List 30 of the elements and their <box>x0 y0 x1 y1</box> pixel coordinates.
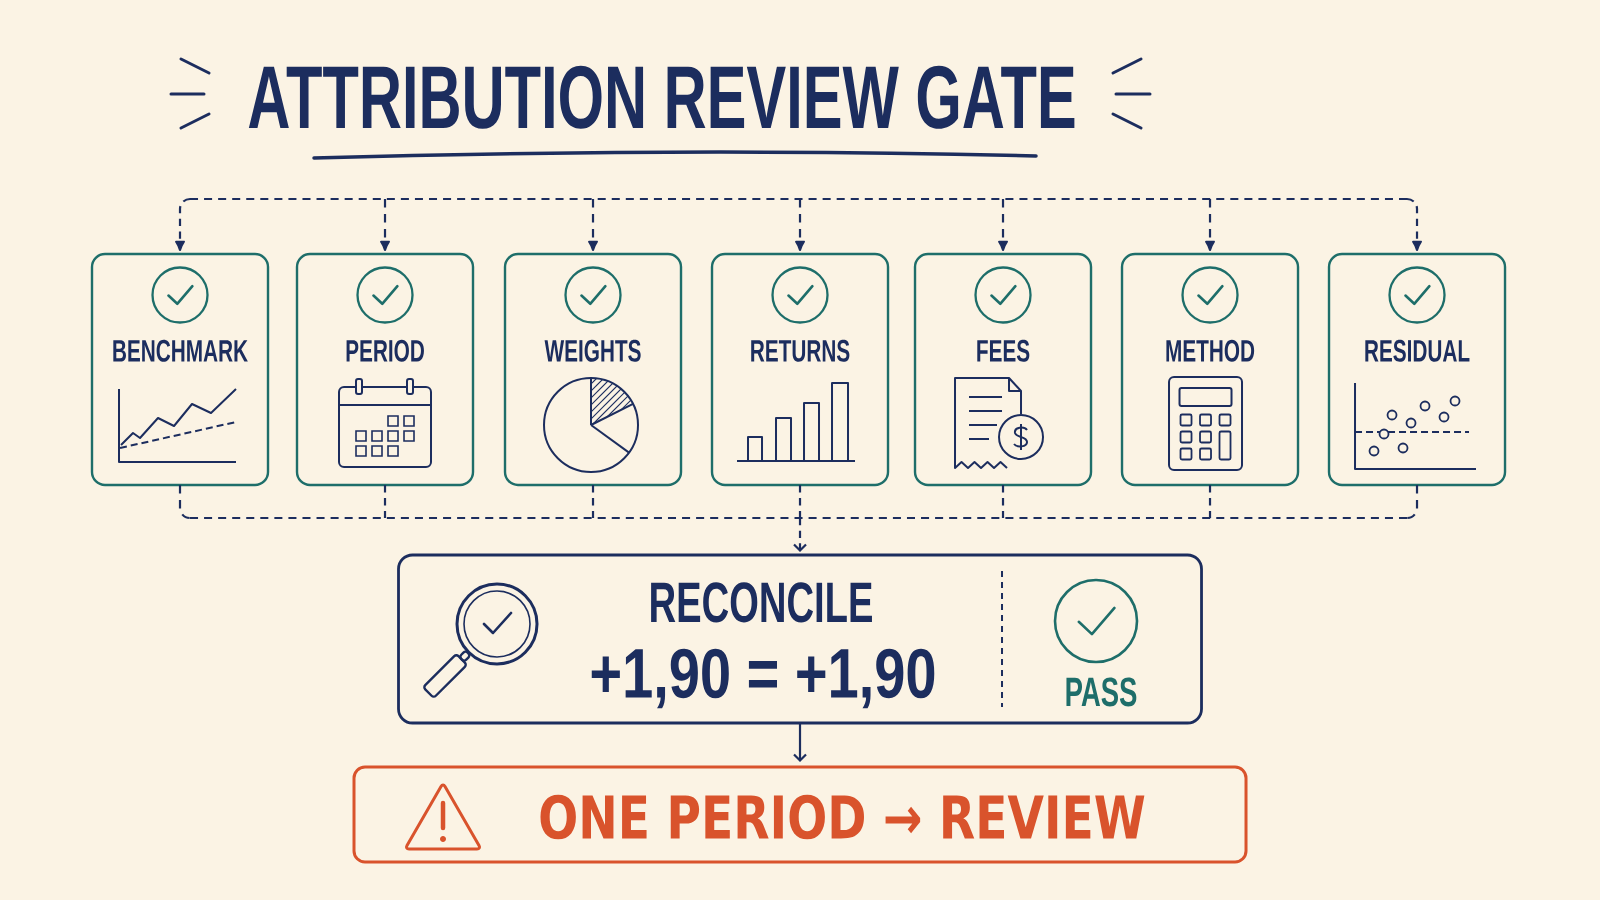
arrow <box>795 199 805 251</box>
dashed-line <box>1208 485 1212 518</box>
step-card: PERIOD <box>295 252 475 487</box>
arrow <box>1406 197 1422 251</box>
title: ATTRIBUTION REVIEW GATE <box>248 65 1075 129</box>
arrow <box>793 518 807 552</box>
equation: +1,90 = +1,90 <box>591 648 935 709</box>
step-card: METHOD <box>1120 252 1300 487</box>
arrow <box>793 723 807 762</box>
dashed-line <box>1406 485 1419 520</box>
alert-box: ONE PERIOD → REVIEW <box>352 765 1248 864</box>
arrow <box>588 199 598 251</box>
arrow <box>380 199 390 251</box>
step-card: WEIGHTS <box>503 252 683 487</box>
dashed-line <box>1001 485 1005 518</box>
dashed-line <box>190 516 1407 520</box>
dashed-line <box>798 485 802 518</box>
status-label: PASS <box>1066 677 1137 707</box>
arrow <box>175 197 191 251</box>
heading: RECONCILE <box>651 582 872 623</box>
step-card: RETURNS <box>710 252 890 487</box>
dashed-line <box>178 485 191 520</box>
dashed-line <box>190 197 1407 201</box>
dashed-line <box>383 485 387 518</box>
arrow <box>998 199 1008 251</box>
arrow <box>1205 199 1215 251</box>
step-card: BENCHMARK <box>90 252 270 487</box>
step-card: FEES <box>913 252 1093 487</box>
dashed-line <box>591 485 595 518</box>
step-card: RESIDUAL <box>1327 252 1507 487</box>
